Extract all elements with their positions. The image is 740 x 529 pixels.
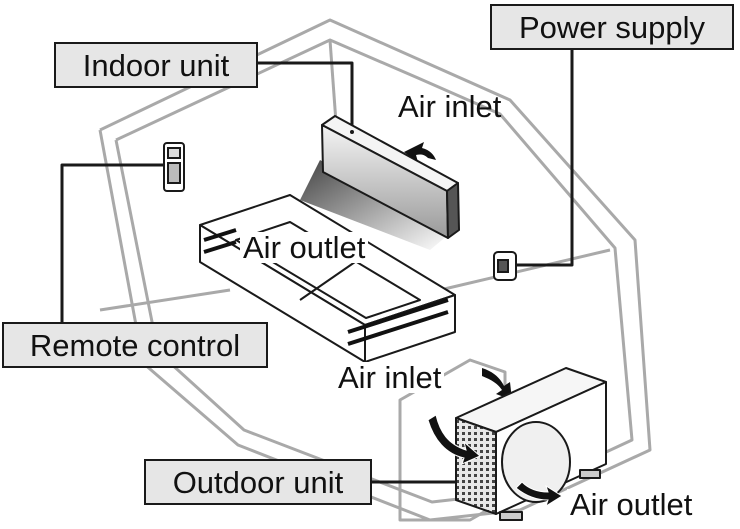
floor-line-right <box>439 248 611 292</box>
outdoor-unit-foot-left <box>499 511 523 521</box>
outdoor-unit-fan-grille <box>501 421 571 503</box>
outdoor-side-inlet-arrow-icon <box>427 414 481 465</box>
outdoor-air-outlet-label: Air outlet <box>567 489 696 520</box>
indoor-unit-callout: Indoor unit <box>54 42 258 88</box>
remote-control-device <box>163 142 185 192</box>
outdoor-unit-side-grille <box>455 417 497 515</box>
indoor-air-breeze <box>300 160 448 250</box>
remote-control-leader <box>60 163 170 322</box>
power-socket <box>493 251 517 281</box>
power-supply-callout: Power supply <box>490 4 734 50</box>
outdoor-unit-foot-right <box>579 469 601 479</box>
remote-control-keypad <box>167 162 181 184</box>
sofa-side-face <box>364 294 456 363</box>
remote-control-screen <box>167 147 181 159</box>
indoor-unit-indicator <box>350 130 354 134</box>
remote-control-callout: Remote control <box>2 322 268 368</box>
outer-wall-outline <box>98 18 652 522</box>
outlet-flow-marker <box>203 228 449 346</box>
indoor-air-inlet-label: Air inlet <box>398 89 502 124</box>
inner-wall-outline <box>114 38 634 504</box>
indoor-unit-leader <box>258 61 354 128</box>
indoor-unit-side <box>446 182 460 239</box>
power-supply-leader <box>515 50 574 267</box>
outdoor-inlet-arrow-icon <box>482 368 512 400</box>
indoor-inlet-arrow-icon <box>404 142 436 162</box>
outdoor-unit <box>455 367 607 521</box>
power-socket-plug <box>497 259 509 273</box>
floor-line-left <box>99 288 231 312</box>
outdoor-unit-callout: Outdoor unit <box>144 459 372 505</box>
outdoor-air-inlet-label: Air inlet <box>335 362 445 393</box>
indoor-unit <box>321 115 460 239</box>
indoor-air-outlet-label: Air outlet <box>240 232 369 263</box>
outdoor-outlet-arrow-icon <box>515 481 563 508</box>
sofa-cushion-divider <box>299 261 356 301</box>
